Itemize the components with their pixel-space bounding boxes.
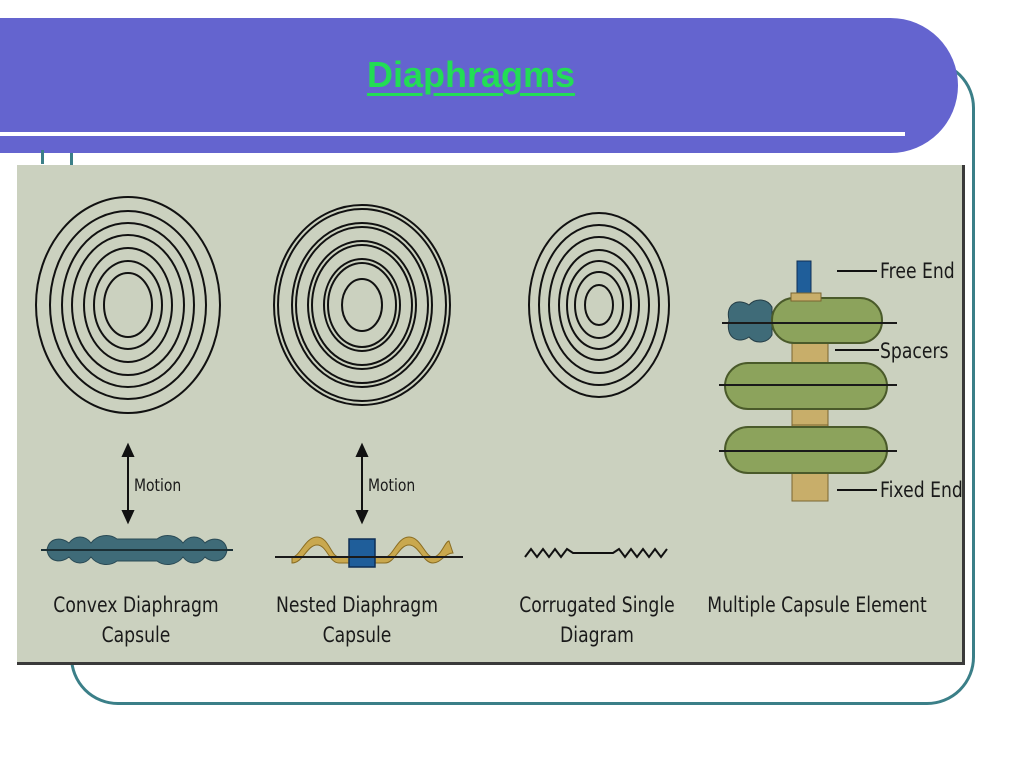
callout-free-end: Free End — [880, 259, 955, 283]
motion-arrow-nested — [355, 442, 369, 525]
diagram-panel: Motion Motion Free End Spacers Fixed End… — [17, 165, 965, 665]
diaphragm-ring — [538, 224, 660, 386]
callout-spacers: Spacers — [880, 339, 949, 363]
caption-convex-diaphragm: Convex Diaphragm Capsule — [34, 590, 239, 650]
diaphragm-ring — [61, 222, 195, 388]
title-rule — [0, 132, 905, 136]
diaphragm-ring — [566, 260, 632, 350]
caption-nested-diaphragm: Nested Diaphragm Capsule — [255, 590, 460, 650]
diaphragm-ring — [584, 284, 614, 326]
diaphragm-ring — [341, 278, 383, 332]
diaphragm-ring — [277, 208, 447, 402]
motion-arrow-convex — [121, 442, 135, 525]
caption-line: Capsule — [101, 623, 171, 647]
diaphragm-ring — [311, 244, 413, 366]
diaphragm-ring — [295, 226, 429, 384]
nested-rings — [273, 204, 451, 406]
diaphragm-ring — [528, 212, 670, 398]
caption-line: Diagram — [560, 623, 634, 647]
frame-tick — [41, 150, 44, 164]
nested-capsule-shape — [275, 536, 463, 568]
diaphragm-ring — [548, 236, 650, 374]
callout-fixed-end: Fixed End — [880, 478, 963, 502]
caption-line: Multiple Capsule Element — [707, 593, 927, 617]
caption-multiple-capsule: Multiple Capsule Element — [698, 590, 936, 620]
diaphragm-ring — [327, 262, 397, 348]
convex-rings — [35, 196, 221, 414]
diaphragm-ring — [49, 210, 207, 400]
diaphragm-ring — [83, 247, 173, 363]
caption-line: Corrugated Single — [519, 593, 675, 617]
caption-corrugated-single: Corrugated Single Diagram — [503, 590, 692, 650]
diaphragm-ring — [307, 240, 417, 370]
diaphragm-ring — [323, 258, 401, 352]
diaphragm-ring — [35, 196, 221, 414]
diaphragm-ring — [71, 234, 185, 376]
caption-line: Nested Diaphragm — [276, 593, 438, 617]
corrugated-rings — [528, 212, 670, 398]
diaphragm-ring — [558, 249, 640, 361]
caption-line: Convex Diaphragm — [53, 593, 219, 617]
multiple-capsule-element — [719, 260, 897, 502]
diaphragm-ring — [93, 260, 163, 350]
corrugated-profile — [524, 547, 668, 559]
title-banner — [0, 18, 958, 153]
diaphragm-ring — [291, 222, 433, 388]
diaphragm-ring — [103, 272, 153, 338]
caption-line: Capsule — [322, 623, 392, 647]
motion-label-convex: Motion — [134, 476, 182, 496]
diaphragm-ring — [273, 204, 451, 406]
motion-label-nested: Motion — [368, 476, 416, 496]
slide-title: Diaphragms — [366, 54, 576, 95]
convex-capsule-shape — [41, 535, 233, 565]
diaphragm-ring — [574, 271, 624, 339]
diaphragm-diagram — [35, 196, 897, 568]
